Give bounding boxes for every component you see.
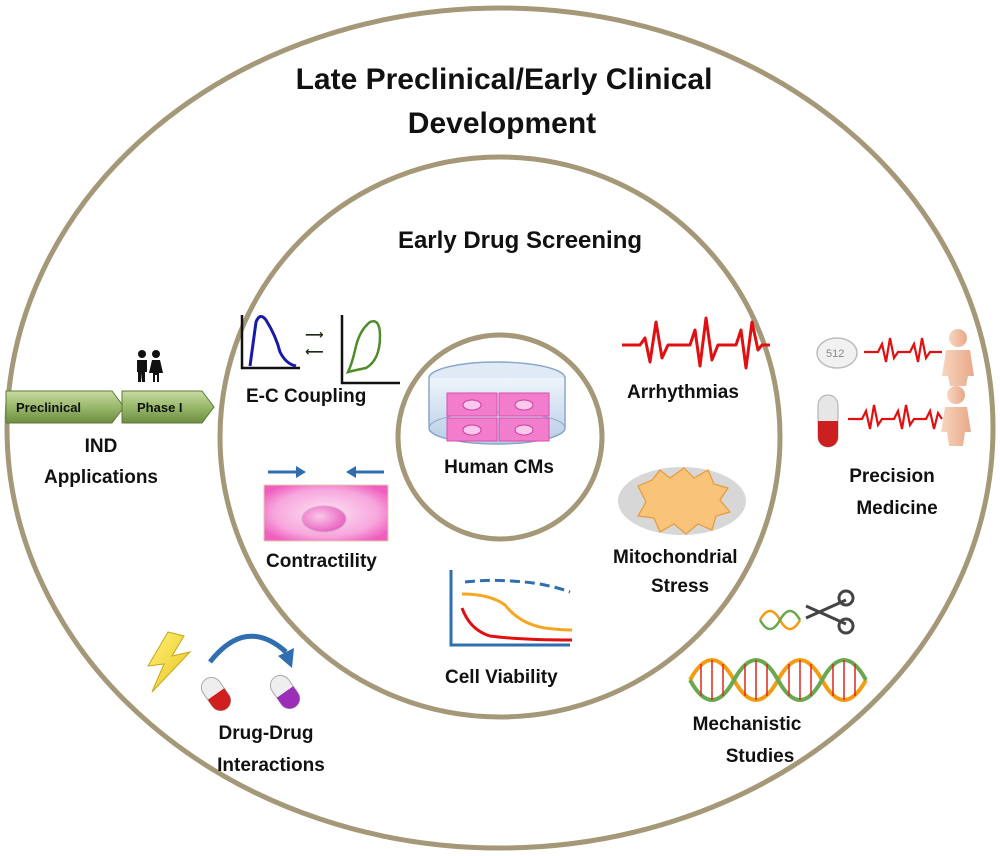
mech-label-line2: Studies [726,746,795,767]
capsule-icon [817,394,839,448]
arrhythmia-trace-icon [622,316,770,370]
lightning-icon [147,631,192,693]
mitochondria-icon [618,467,746,535]
outer-title-line2: Development [408,107,596,140]
ecg-trace-bottom [848,404,943,430]
center-ring [395,332,605,542]
phase1-stage-arrow: Phase I [121,390,215,424]
ddi-label-line1: Drug-Drug [219,723,314,744]
preclinical-label: Preclinical [16,400,81,415]
inner-title: Early Drug Screening [398,227,642,254]
calcium-loop-icon [340,315,400,385]
ec-coupling-label: E-C Coupling [246,386,366,407]
phase1-label: Phase I [137,400,183,415]
ind-label-line2: Applications [44,467,158,488]
arrhythmias-label: Arrhythmias [627,382,739,403]
preclinical-stage-arrow: Preclinical [5,390,125,424]
culture-dish-icon [428,361,566,445]
contractility-label: Contractility [266,551,377,572]
center-label: Human CMs [444,457,554,478]
exchange-arrows-icon: ⟶ ⟵ [305,327,324,359]
action-potential-icon [240,315,300,370]
capsule-red-icon [200,676,232,712]
people-icon [137,350,163,382]
precision-label-line1: Precision [849,466,935,487]
svg-text:⟶: ⟶ [305,327,324,342]
inner-ring [217,154,783,720]
precision-label-line2: Medicine [856,498,937,519]
interaction-arrow-icon [208,633,294,668]
scissors-icon [805,589,855,635]
person-icon [941,329,974,446]
contractile-cell-icon [263,466,389,542]
ddi-label-line2: Interactions [217,755,325,776]
svg-text:⟵: ⟵ [305,344,324,359]
viability-curves-icon [449,570,573,647]
ecg-trace-top [864,337,942,363]
mech-label-line1: Mechanistic [693,714,802,735]
dna-icon [688,609,868,702]
svg-text:512: 512 [826,348,844,360]
outer-ring [4,5,996,851]
capsule-purple-icon [269,674,301,710]
cell-viability-label: Cell Viability [445,667,558,688]
mitochondrial-label-line2: Stress [651,576,709,597]
outer-title-line1: Late Preclinical/Early Clinical [296,63,713,96]
mitochondrial-label-line1: Mitochondrial [613,547,738,568]
ind-label-line1: IND [85,436,118,457]
pill-icon: 512 [816,337,858,369]
